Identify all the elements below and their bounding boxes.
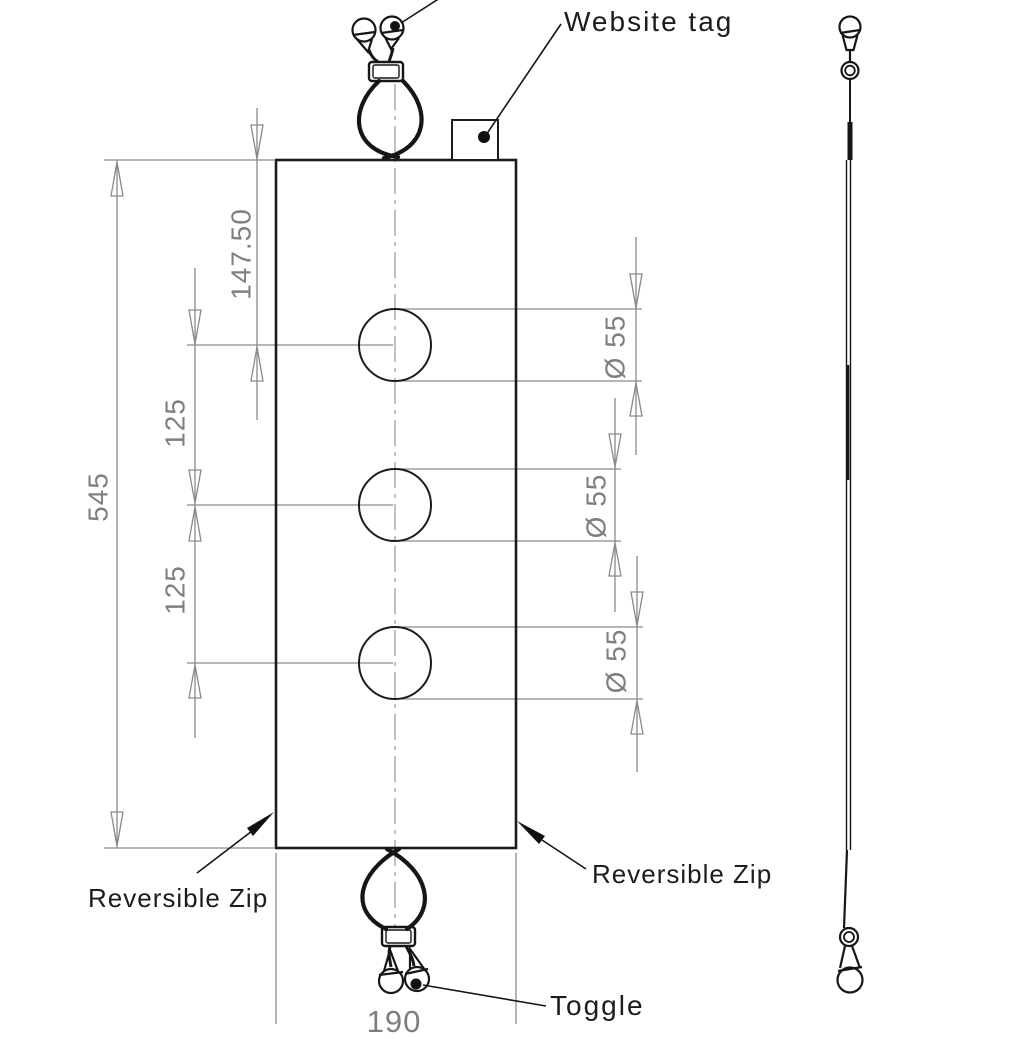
cord-loop [360, 846, 402, 932]
leader-dot [390, 21, 400, 31]
hole-top [358, 308, 432, 382]
reversible-zip-arrow-left [247, 812, 274, 836]
label-reversible-zip-right: Reversible Zip [592, 859, 773, 889]
label-website-tag: Website tag [564, 6, 734, 37]
dim-hole-spacing-125 [188, 268, 202, 738]
cord [367, 49, 379, 64]
label-reversible-zip-left: Reversible Zip [88, 883, 269, 913]
callout-leaders [196, 23, 587, 874]
cord-end-left [377, 946, 405, 995]
dim-text-hole-dia-top: Ø 55 [599, 314, 631, 380]
toggle-slider [367, 60, 405, 83]
website-tag-square [451, 119, 499, 161]
website-tag-leader-line [485, 23, 562, 136]
hole-bottom [358, 626, 432, 700]
dim-hole-dia-bottom [398, 556, 644, 772]
cord [404, 945, 416, 967]
top-toggle-assembly [351, 0, 439, 161]
side-view [836, 15, 864, 994]
dim-overall-width-190 [275, 853, 517, 1024]
dim-text-hole-spacing-bottom: 125 [159, 565, 191, 615]
toggle-ring-top [840, 60, 860, 81]
dim-overall-height-545 [110, 160, 124, 848]
dimension-linework [104, 108, 644, 1024]
front-view [274, 84, 518, 926]
bottom-toggle-assembly [360, 846, 547, 1007]
toggle-slider [380, 925, 417, 948]
reversible-zip-leader-right [541, 839, 587, 870]
leader-dot [410, 978, 422, 990]
label-toggle: Toggle [550, 990, 645, 1021]
cord-loop [381, 78, 424, 161]
toggle-ring-bottom [838, 926, 860, 948]
cord-end-right [379, 15, 405, 52]
dim-text-top-hole-offset: 147.50 [225, 208, 257, 300]
cord-end-top [838, 15, 862, 52]
dim-text-hole-dia-middle: Ø 55 [580, 473, 612, 539]
cord-loop [384, 846, 427, 932]
dim-text-hole-dia-bottom: Ø 55 [600, 628, 632, 694]
toggle-leader-line-top [400, 0, 439, 24]
hole-middle [358, 468, 432, 542]
dim-text-overall-width: 190 [366, 1004, 422, 1039]
cord-end-bottom [836, 945, 864, 994]
dim-text-overall-height: 545 [82, 472, 114, 522]
panel-outline [274, 158, 518, 850]
cord-end-left [351, 17, 377, 55]
cord-loop [356, 78, 401, 160]
cord-end-right [403, 945, 431, 993]
dim-top-hole-offset-147-50 [250, 108, 264, 420]
reversible-zip-arrow-right [517, 821, 545, 844]
dim-text-hole-spacing-top: 125 [159, 398, 191, 448]
cord [842, 849, 849, 929]
cord [387, 47, 395, 63]
dim-hole-dia-top [398, 237, 643, 455]
toggle-leader-line [422, 984, 547, 1007]
reversible-zip-leader-left [196, 830, 253, 874]
dim-hole-dia-middle [398, 398, 622, 612]
